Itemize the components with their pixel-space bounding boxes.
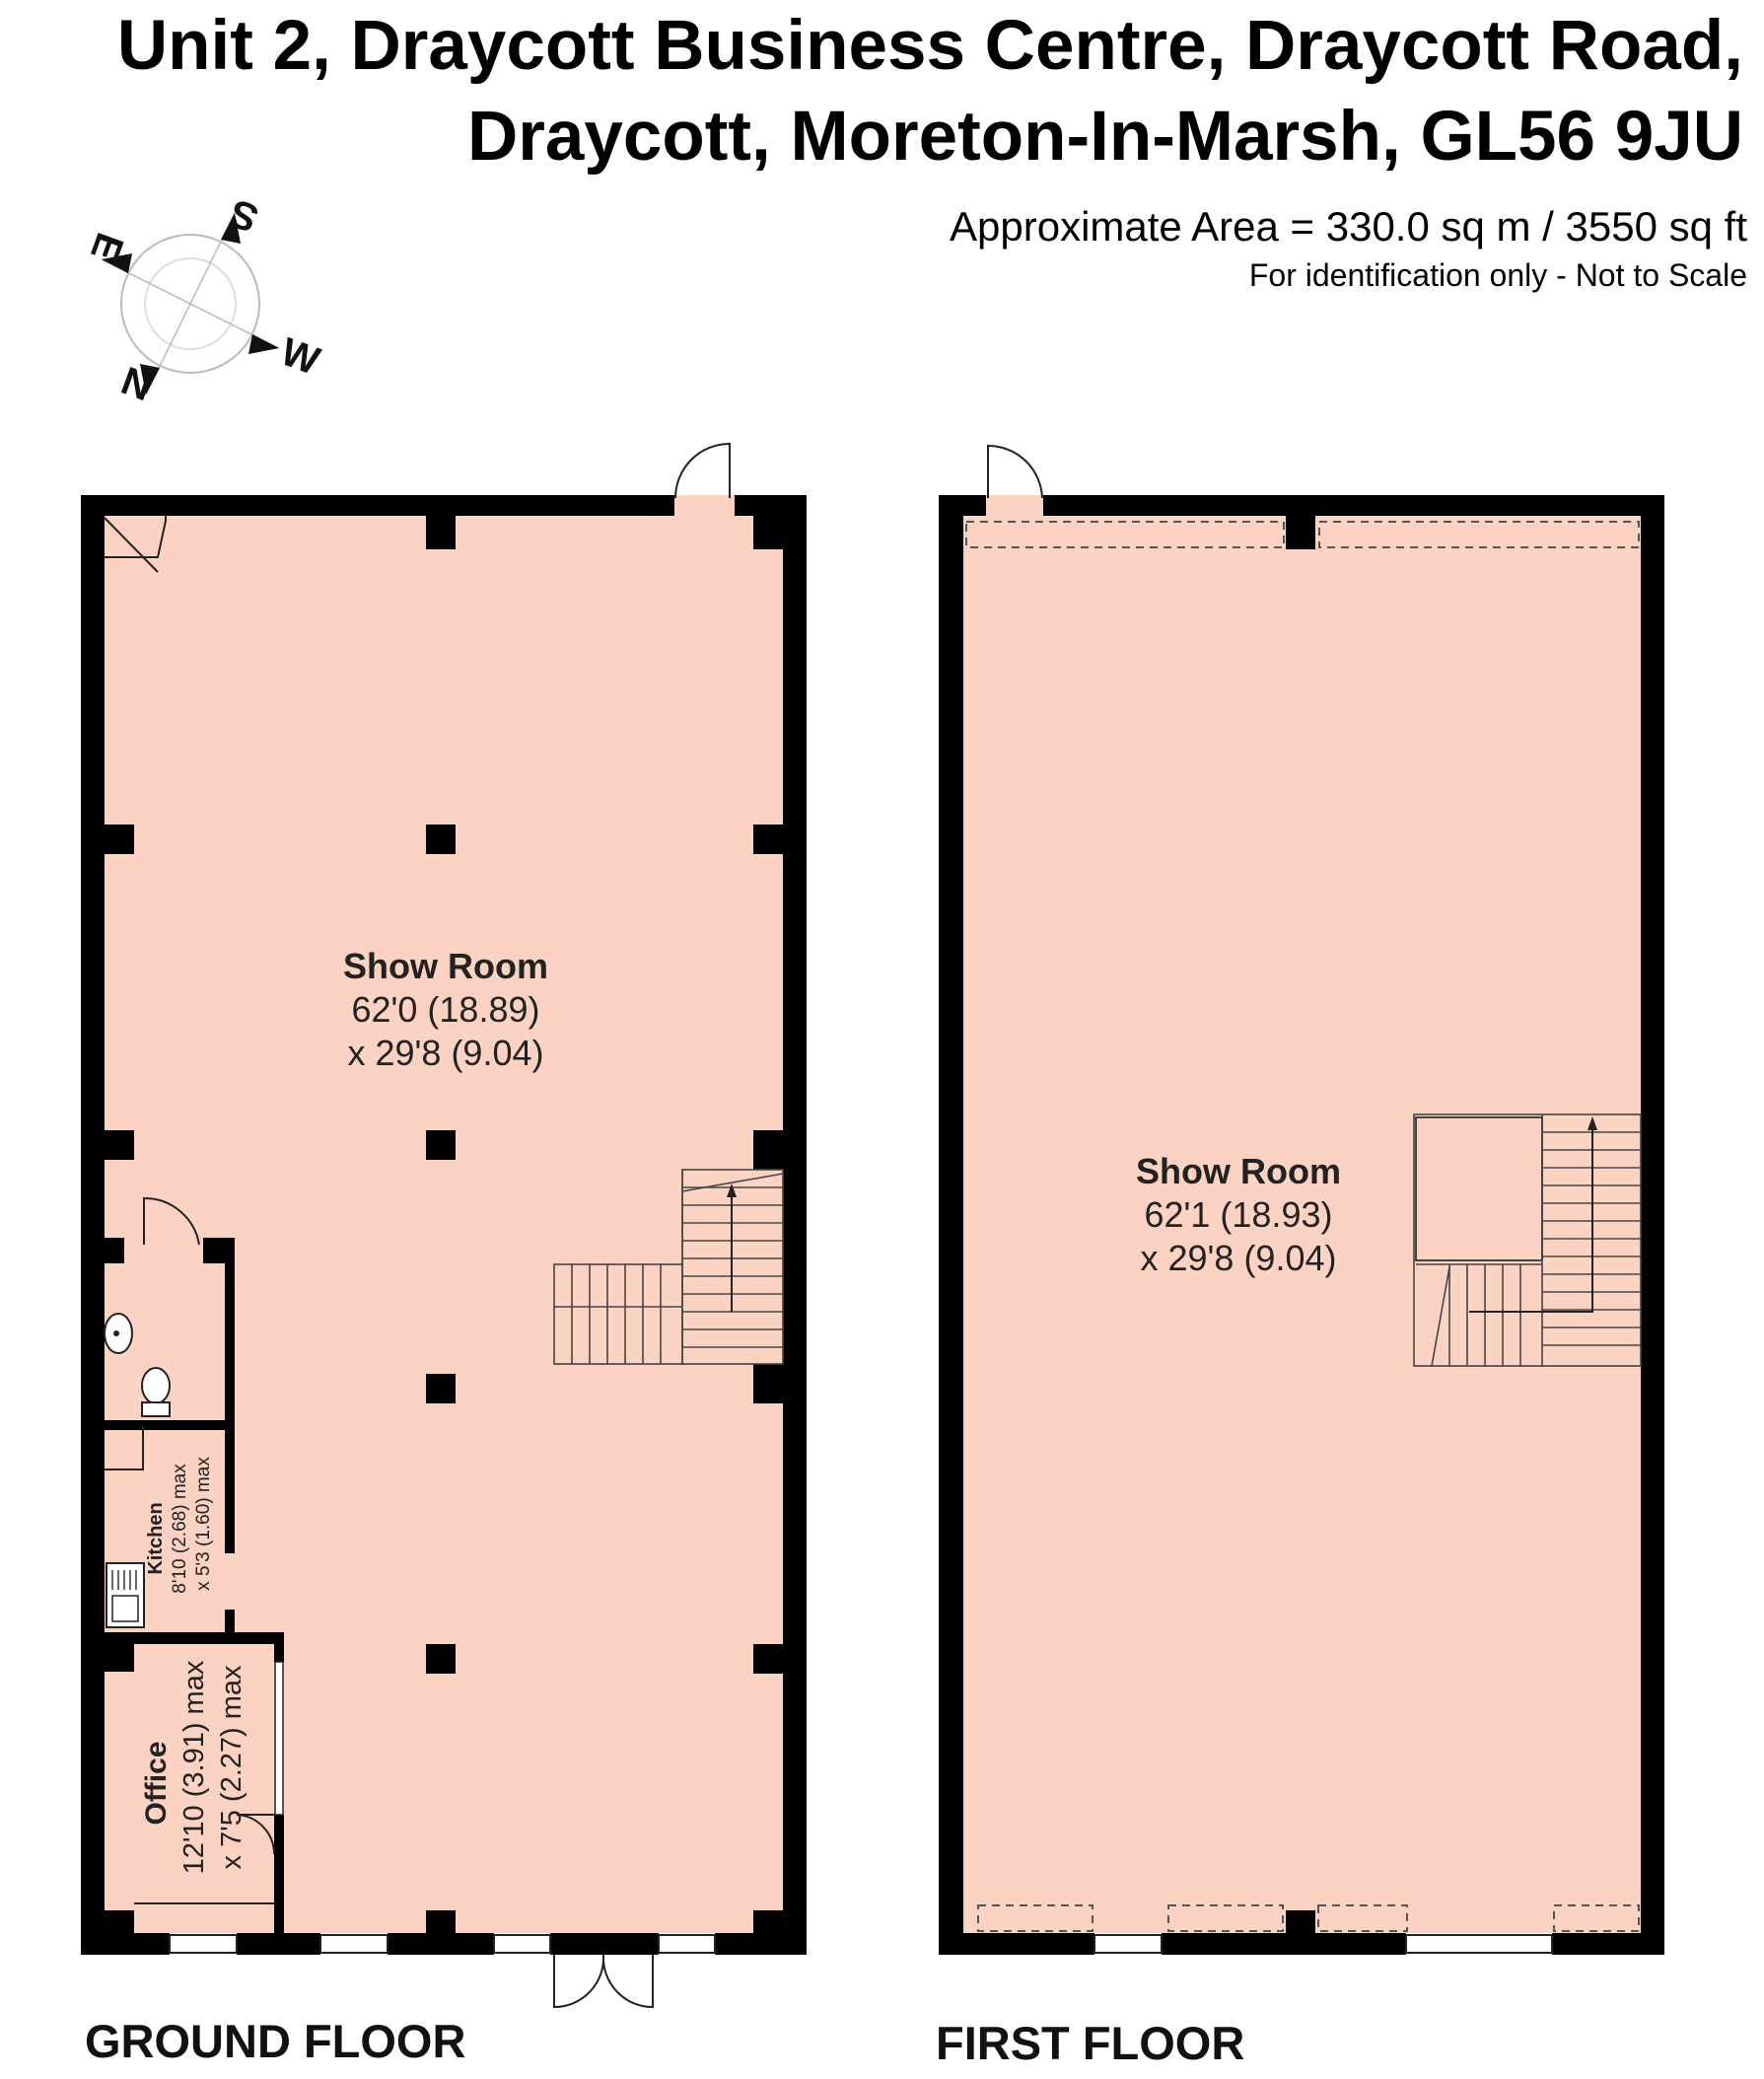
first-floor-plan: Show Room 62'1 (18.93) x 29'8 (9.04) FIR… bbox=[936, 444, 1664, 2069]
compass-s-label: S bbox=[224, 190, 263, 240]
ground-floor-label: GROUND FLOOR bbox=[85, 2015, 465, 2067]
approximate-area: Approximate Area = 330.0 sq m / 3550 sq … bbox=[950, 203, 1747, 250]
first-floor-staircase bbox=[1413, 1113, 1642, 1367]
ground-floor-staircase bbox=[553, 1169, 784, 1365]
ground-show-room-dim1: 62'0 (18.89) bbox=[351, 989, 539, 1030]
kitchen-name: Kitchen bbox=[145, 1502, 167, 1574]
compass-n-label: N bbox=[115, 359, 157, 409]
compass-w-label: W bbox=[275, 330, 325, 384]
first-floor-label: FIRST FLOOR bbox=[936, 2017, 1244, 2069]
first-show-room-name: Show Room bbox=[1136, 1151, 1341, 1191]
ground-show-room-name: Show Room bbox=[343, 946, 548, 986]
kitchen-dim1: 8'10 (2.68) max bbox=[170, 1464, 190, 1594]
ground-floor-plan: Show Room 62'0 (18.89) x 29'8 (9.04) Kit… bbox=[81, 442, 807, 2067]
compass-rose-icon: S N E W bbox=[82, 190, 325, 409]
compass-e-label: E bbox=[82, 227, 131, 266]
first-show-room-dim2: x 29'8 (9.04) bbox=[1141, 1238, 1337, 1278]
office-dim2: x 7'5 (2.27) max bbox=[216, 1665, 247, 1870]
first-show-room-dim1: 62'1 (18.93) bbox=[1144, 1194, 1332, 1235]
disclaimer: For identification only - Not to Scale bbox=[1249, 257, 1747, 293]
address-line-1: Unit 2, Draycott Business Centre, Drayco… bbox=[117, 7, 1743, 85]
kitchen-dim2: x 5'3 (1.60) max bbox=[193, 1457, 214, 1591]
office-dim1: 12'10 (3.91) max bbox=[178, 1660, 210, 1874]
ground-show-room-dim2: x 29'8 (9.04) bbox=[348, 1033, 544, 1073]
office-name: Office bbox=[140, 1741, 173, 1825]
address-line-2: Draycott, Moreton-In-Marsh, GL56 9JU bbox=[467, 98, 1743, 176]
